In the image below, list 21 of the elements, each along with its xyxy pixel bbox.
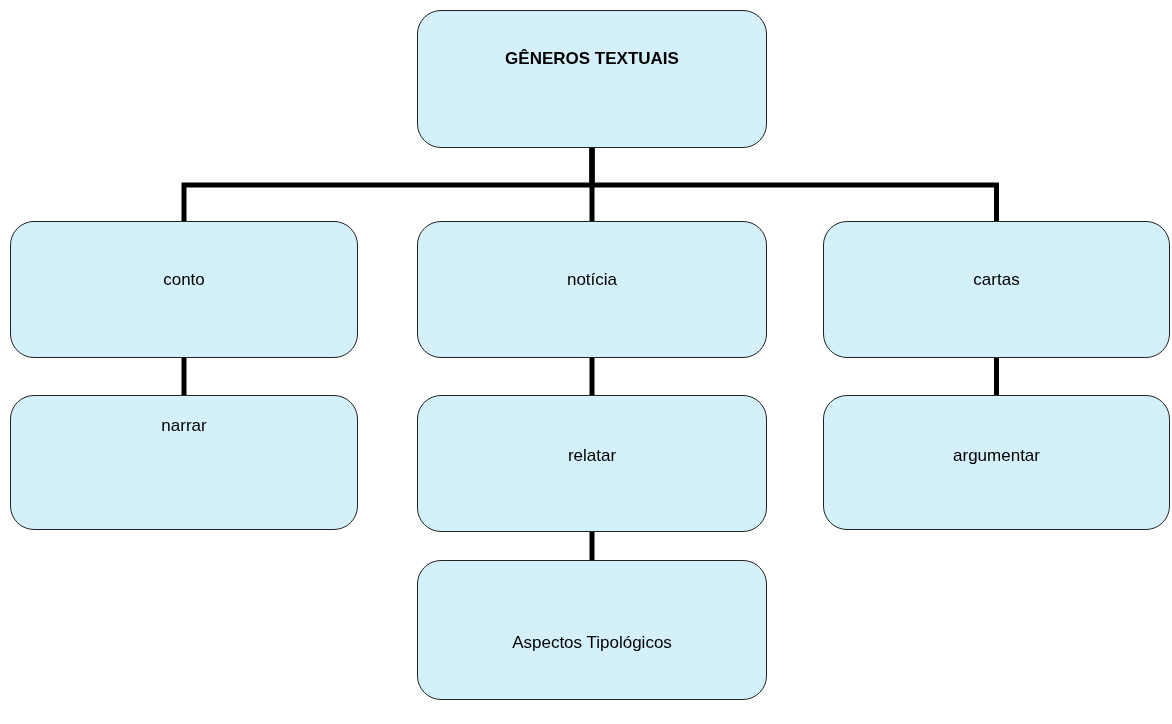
text-box (10, 221, 358, 358)
text-box (823, 395, 1170, 530)
connector-line (181, 358, 187, 395)
node-label: relatar (567, 446, 617, 466)
node-label: narrar (161, 416, 207, 436)
node-label: conto (163, 270, 205, 290)
text-box (417, 395, 767, 532)
text-box (823, 221, 1170, 358)
connector-line (994, 358, 999, 395)
node-label: Aspectos Tipológicos (512, 633, 672, 653)
text-box (417, 560, 767, 700)
connector-line (589, 358, 595, 395)
node-label: argumentar (953, 446, 1040, 466)
text-box (10, 395, 358, 530)
text-box (417, 10, 767, 148)
node-label: cartas (973, 270, 1020, 290)
node-label: GÊNEROS TEXTUAIS (505, 49, 679, 69)
connector-line (589, 148, 999, 221)
connector-line (589, 532, 595, 560)
text-box (417, 221, 767, 358)
node-label: notícia (566, 270, 618, 290)
